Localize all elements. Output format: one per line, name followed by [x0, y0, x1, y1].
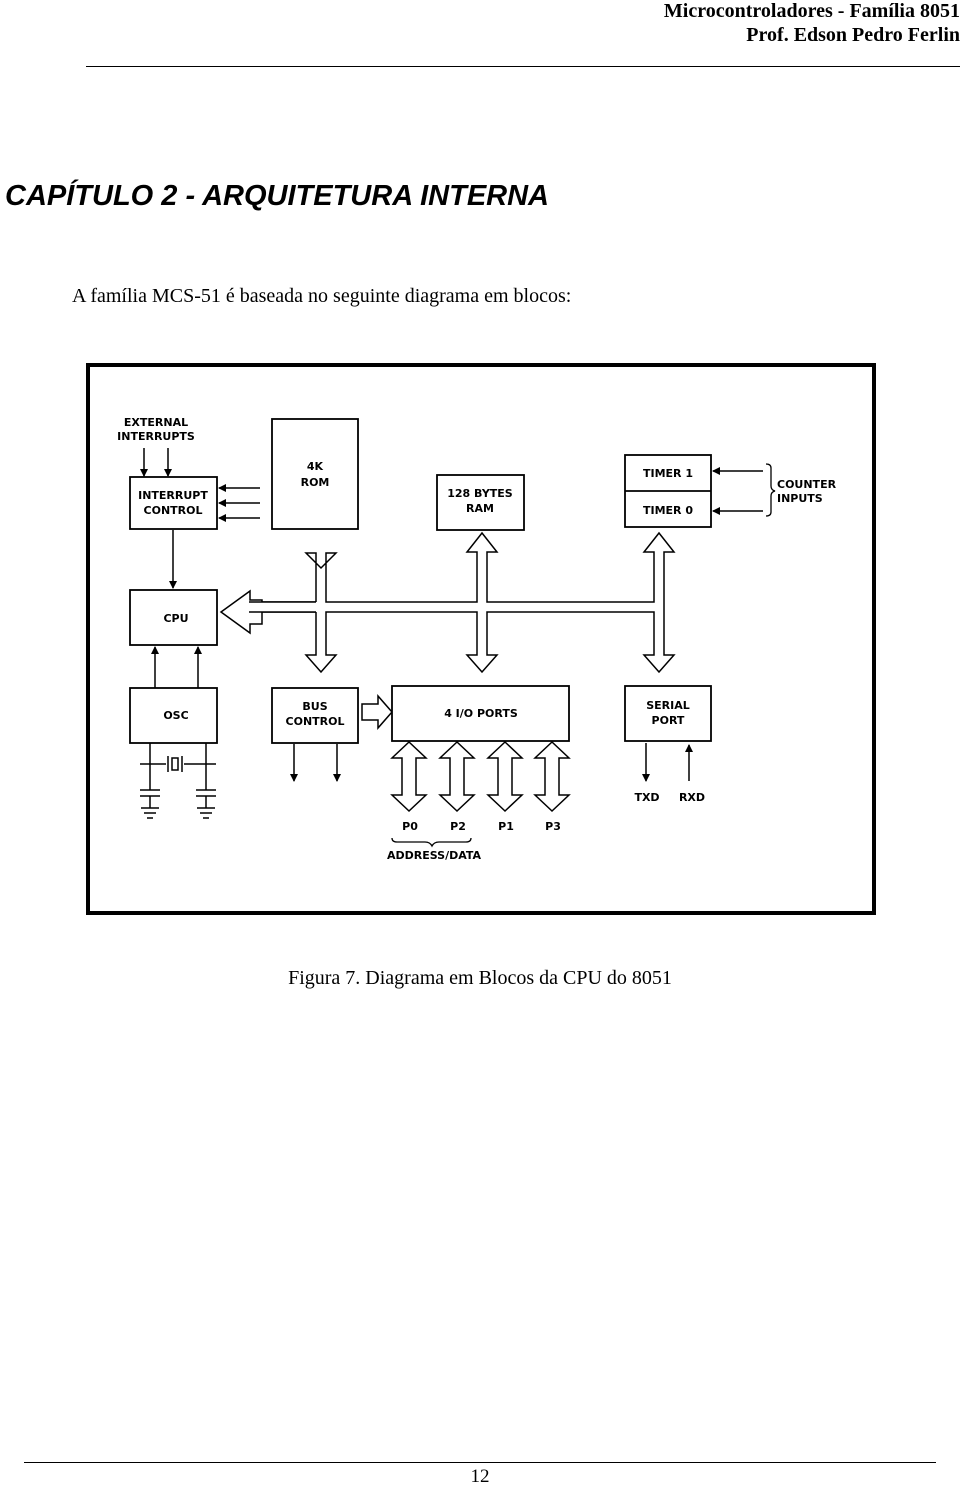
timer1-label: TIMER 1	[643, 467, 693, 480]
counter-brace	[765, 463, 776, 517]
counter-input-arrows	[712, 467, 763, 515]
address-data-label: ADDRESS/DATA	[387, 849, 482, 862]
osc-to-cpu-arrows	[151, 646, 202, 688]
bus-control-output-arrows	[290, 744, 341, 782]
bus-control-label-1: BUS	[302, 700, 327, 713]
ram-label-2: RAM	[466, 502, 494, 515]
io-ports-block	[391, 685, 570, 742]
footer-rule	[24, 1462, 936, 1463]
chapter-title: CAPÍTULO 2 - ARQUITETURA INTERNA	[5, 180, 550, 212]
bus-control-block	[271, 687, 359, 744]
txd-label: TXD	[634, 791, 659, 804]
io-ports-label: 4 I/O PORTS	[444, 707, 518, 720]
timer0-label: TIMER 0	[643, 504, 693, 517]
osc-label: OSC	[163, 709, 188, 722]
ram-block	[436, 474, 525, 531]
header-title: Microcontroladores - Família 8051	[663, 0, 960, 22]
intro-paragraph: A família MCS-51 é baseada no seguinte d…	[72, 285, 572, 307]
interrupt-control-label-2: CONTROL	[144, 504, 203, 517]
address-data-brace	[391, 837, 472, 848]
external-interrupts-label-2: INTERRUPTS	[117, 430, 195, 443]
port-p0-label: P0	[402, 820, 418, 833]
header-rule	[86, 66, 960, 67]
internal-bus	[248, 531, 676, 674]
rom-block	[271, 418, 359, 530]
header-author: Prof. Edson Pedro Ferlin	[746, 24, 960, 46]
external-interrupt-arrows	[140, 448, 172, 477]
serial-port-block	[624, 685, 712, 742]
interrupt-control-label-1: INTERRUPT	[138, 489, 208, 502]
port-p2-label: P2	[450, 820, 466, 833]
serial-port-label-1: SERIAL	[646, 699, 690, 712]
cpu-label: CPU	[163, 612, 188, 625]
counter-inputs-label-1: COUNTER	[777, 478, 837, 491]
figure-caption: Figura 7. Diagrama em Blocos da CPU do 8…	[288, 967, 672, 989]
serial-port-label-2: PORT	[652, 714, 685, 727]
cpu-block	[129, 589, 218, 646]
port-p3-label: P3	[545, 820, 561, 833]
bus-control-label-2: CONTROL	[286, 715, 345, 728]
figure-frame	[86, 363, 876, 915]
port-p1-label: P1	[498, 820, 514, 833]
io-ports-input-arrow	[361, 694, 393, 730]
interrupt-source-arrows	[218, 484, 260, 522]
interrupt-control-block	[129, 476, 218, 530]
rom-label-2: ROM	[301, 476, 330, 489]
counter-inputs-label-2: INPUTS	[777, 492, 823, 505]
port-arrows	[390, 740, 571, 813]
rxd-label: RXD	[679, 791, 705, 804]
external-interrupts-label-1: EXTERNAL	[124, 416, 188, 429]
osc-block	[129, 687, 218, 744]
oscillator-circuit	[140, 743, 216, 819]
rom-label-1: 4K	[307, 460, 324, 473]
page-number: 12	[470, 1466, 490, 1487]
ram-label-1: 128 BYTES	[447, 487, 513, 500]
